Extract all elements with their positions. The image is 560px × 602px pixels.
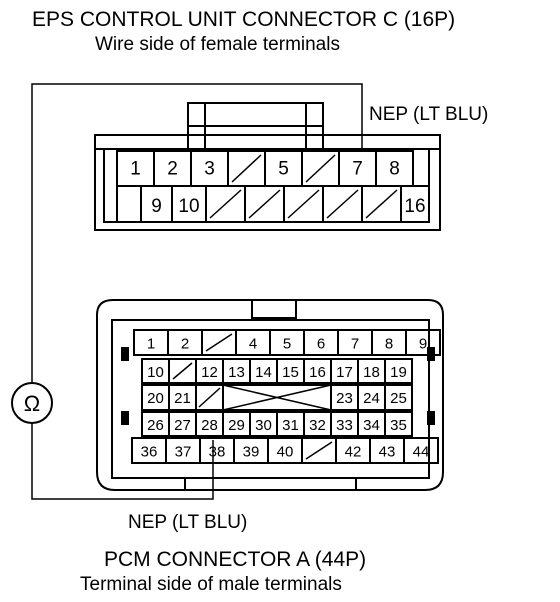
pcm-row4-pin-label: 28 <box>201 417 218 434</box>
eps-bottom-cell <box>116 185 142 223</box>
pcm-row5-pin-label: 38 <box>209 444 226 461</box>
pcm-row1-pin-label: 9 <box>419 336 427 353</box>
pcm-row4-pin-label: 30 <box>255 417 272 434</box>
eps-unused-pin <box>209 189 242 219</box>
pcm-row5-pin-label: 36 <box>141 444 158 461</box>
pcm-row2-pin-label: 18 <box>363 364 380 381</box>
pcm-row1-pin-label: 4 <box>249 336 257 353</box>
pcm-row2-pin-label: 15 <box>282 364 299 381</box>
eps-bottom-pin-label: 10 <box>178 196 199 217</box>
pcm-row5-pin-label: 37 <box>175 444 192 461</box>
pcm-row2-pin-label: 13 <box>228 364 245 381</box>
eps-top-pin-label: 1 <box>130 159 141 180</box>
eps-top-pin-label: 8 <box>389 159 400 180</box>
eps-top-pin-label: 2 <box>167 159 178 180</box>
pcm-row4-pin-label: 33 <box>336 417 353 434</box>
eps-top-pin-label: 3 <box>204 159 215 180</box>
ohmmeter-icon: Ω <box>11 382 53 424</box>
pcm-inner-frame <box>111 319 430 479</box>
pcm-row4-cell <box>384 411 413 437</box>
pcm-row1-pin-label: 6 <box>317 336 325 353</box>
eps-connector: 1 2 3 5 7 8 9 10 16 <box>94 102 441 231</box>
pcm-row3-pin-label: 23 <box>336 390 353 407</box>
eps-top-pin-label: 7 <box>352 159 363 180</box>
pcm-row5-pin-label: 44 <box>413 444 430 461</box>
pcm-row4-pin-label: 31 <box>282 417 299 434</box>
pcm-row4-pin-label: 26 <box>147 417 164 434</box>
pcm-row2-pin-label: 19 <box>390 364 407 381</box>
eps-unused-pin <box>248 189 281 219</box>
pcm-row4-pin-label: 32 <box>309 417 326 434</box>
pcm-row1-pin-label: 7 <box>351 336 359 353</box>
eps-unused-pin <box>326 189 359 219</box>
pcm-row1-pin-label: 5 <box>283 336 291 353</box>
pcm-key <box>251 300 297 319</box>
pcm-row2-pin-label: 10 <box>147 364 164 381</box>
pcm-row5-unused-pin <box>305 441 333 460</box>
eps-unused-pin <box>365 189 398 219</box>
pcm-row2-unused-pin <box>172 362 193 380</box>
pcm-wire-label: NEP (LT BLU) <box>128 512 247 533</box>
pcm-row2-pin-label: 16 <box>309 364 326 381</box>
pcm-connector-title: PCM CONNECTOR A (44P) <box>104 548 366 571</box>
eps-probe-lead <box>31 83 363 385</box>
pcm-row3-cell <box>384 384 413 411</box>
pcm-row2-pin-label: 14 <box>255 364 272 381</box>
eps-bottom-pin-label: 16 <box>404 196 425 217</box>
eps-bottom-pin-label: 9 <box>151 196 162 217</box>
pcm-row1-pin-label: 8 <box>385 336 393 353</box>
pcm-row1-pin-label: 2 <box>181 336 189 353</box>
eps-connector-subtitle: Wire side of female terminals <box>95 34 340 55</box>
pcm-row4-pin-label: 27 <box>174 417 191 434</box>
pcm-row2-cell <box>384 358 413 384</box>
pcm-row5-pin-label: 40 <box>277 444 294 461</box>
pcm-row4-pin-label: 35 <box>390 417 407 434</box>
pcm-unused-pin <box>198 387 221 408</box>
pcm-row4-pin-label: 34 <box>363 417 380 434</box>
eps-top-unused-pin <box>305 154 336 183</box>
eps-bottom-cell <box>400 185 430 223</box>
pcm-row5-pin-label: 43 <box>379 444 396 461</box>
eps-housing <box>94 134 441 231</box>
pcm-row1-pin-label: 1 <box>147 336 155 353</box>
pcm-connector-subtitle: Terminal side of male terminals <box>80 574 342 595</box>
eps-pin-grid: 1 2 3 5 7 8 9 10 16 <box>116 150 430 223</box>
pcm-row3-pin-label: 24 <box>363 390 380 407</box>
pcm-probe-lead <box>31 420 214 500</box>
pcm-blank-cross <box>222 384 332 411</box>
eps-top-pin-label: 5 <box>278 159 289 180</box>
test-leads <box>31 83 363 500</box>
eps-wire-label: NEP (LT BLU) <box>369 104 488 125</box>
pcm-row4-pin-label: 29 <box>228 417 245 434</box>
pcm-row3-pin-label: 21 <box>174 390 191 407</box>
pcm-row2-pin-label: 17 <box>336 364 353 381</box>
ohm-symbol: Ω <box>24 391 40 416</box>
pcm-row1-cell <box>405 329 441 356</box>
pcm-row5-pin-label: 42 <box>345 444 362 461</box>
pcm-row3-pin-label: 25 <box>390 390 407 407</box>
eps-top-unused-pin <box>231 154 262 183</box>
eps-unused-pin <box>287 189 320 219</box>
pcm-row1-unused-pin <box>205 333 233 352</box>
eps-connector-title: EPS CONTROL UNIT CONNECTOR C (16P) <box>32 8 455 31</box>
pcm-row2-pin-label: 12 <box>201 364 218 381</box>
pcm-row3-pin-label: 20 <box>147 390 164 407</box>
pcm-row5-cell <box>403 437 439 464</box>
pcm-shroud <box>96 299 444 491</box>
pcm-row5-pin-label: 39 <box>243 444 260 461</box>
